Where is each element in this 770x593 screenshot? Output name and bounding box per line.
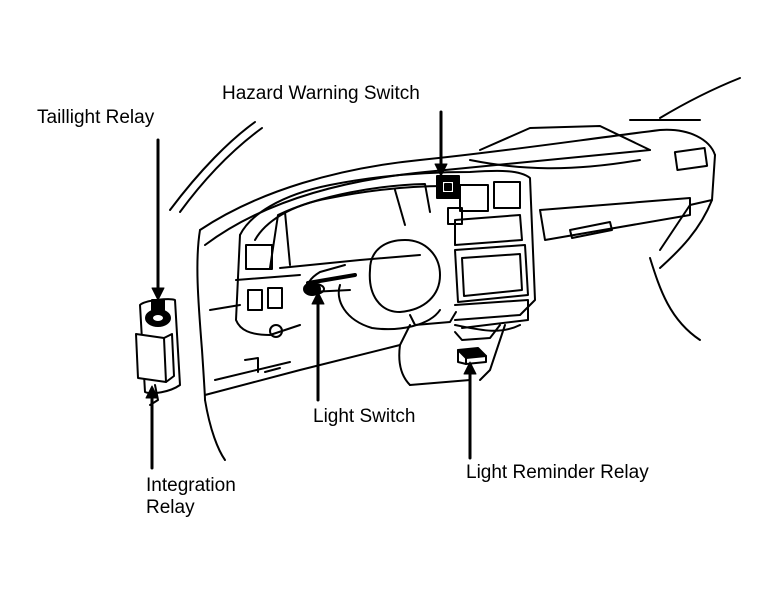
hazard-warning-switch-label: Hazard Warning Switch	[222, 83, 420, 104]
light-switch-arrowhead	[311, 291, 325, 305]
integration-relay-label-line1: Integration	[146, 475, 236, 496]
windshield-outline	[169, 77, 741, 213]
integration-relay-label: Integration Relay	[146, 475, 236, 519]
dashboard-top	[199, 125, 716, 341]
taillight-relay-icon	[145, 299, 171, 327]
integration-relay-icon	[135, 333, 175, 383]
light-reminder-relay-icon	[457, 347, 487, 365]
light-reminder-relay-label: Light Reminder Relay	[466, 462, 649, 483]
light-reminder-arrowhead	[463, 361, 477, 375]
hazard-switch-arrowhead	[434, 163, 448, 177]
leader-lines	[145, 110, 477, 470]
light-switch-label: Light Switch	[313, 406, 416, 427]
taillight-relay-arrowhead	[151, 287, 165, 301]
instrument-cluster	[235, 169, 536, 338]
knee-panel	[409, 324, 506, 386]
hazard-switch-icon	[436, 175, 460, 199]
dashboard-lower	[196, 229, 401, 461]
integration-relay-label-line2: Relay	[146, 497, 195, 518]
integration-relay-arrowhead	[145, 385, 159, 399]
taillight-relay-label: Taillight Relay	[37, 107, 155, 128]
light-switch-icon	[303, 273, 357, 296]
